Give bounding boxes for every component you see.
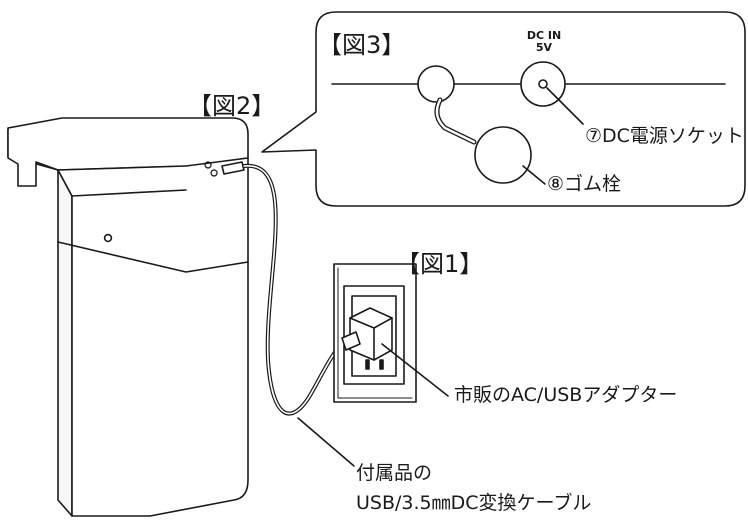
ac-usb-adapter <box>349 307 393 361</box>
fig3-leader-plug <box>522 165 546 185</box>
dc-voltage-label: 5V <box>535 41 553 54</box>
ac-usb-adapter-face <box>349 317 393 361</box>
device-front <box>57 157 249 517</box>
cable-callout-line2: USB/3.5㎜DC変換ケーブル <box>356 492 592 514</box>
usb-plug <box>341 331 361 351</box>
fig3-rubber-plug <box>474 126 532 184</box>
device-indicator-led <box>103 233 113 243</box>
device-side-panel <box>57 169 73 517</box>
outlet-wall-plate-shadow <box>337 267 413 399</box>
fig3-label: 【図3】 <box>318 31 406 59</box>
rubber-plug-callout: ⑧ゴム栓 <box>547 173 622 195</box>
dc-in-label: DC IN <box>526 29 562 42</box>
fig3-leader-socket <box>546 87 584 125</box>
outlet-slot-right <box>379 359 384 370</box>
device-front-edge <box>57 169 187 197</box>
usb-dc-cable-inner <box>243 165 351 415</box>
device-dc-jack-mark <box>204 161 218 177</box>
fig2-label: 【図2】 <box>188 92 276 120</box>
outlet-slot-left <box>365 359 370 370</box>
fig3-callout-bubble <box>261 11 746 207</box>
fig3-rubber-plug-hole <box>417 65 455 103</box>
fig3-dc-socket-pin <box>538 79 548 89</box>
device-body-seam <box>57 241 249 273</box>
device-spout <box>7 129 59 187</box>
adapter-callout: 市販のAC/USBアダプター <box>454 384 678 406</box>
leader-adapter <box>381 343 449 397</box>
dc-plug <box>221 161 245 175</box>
fig1-label: 【図1】 <box>396 250 484 278</box>
dc-socket-callout: ⑦DC電源ソケット <box>585 125 744 147</box>
leader-cable <box>297 417 355 467</box>
fig3-plug-tether-inner <box>435 98 476 144</box>
cable-callout-line1: 付属品の <box>356 462 433 484</box>
